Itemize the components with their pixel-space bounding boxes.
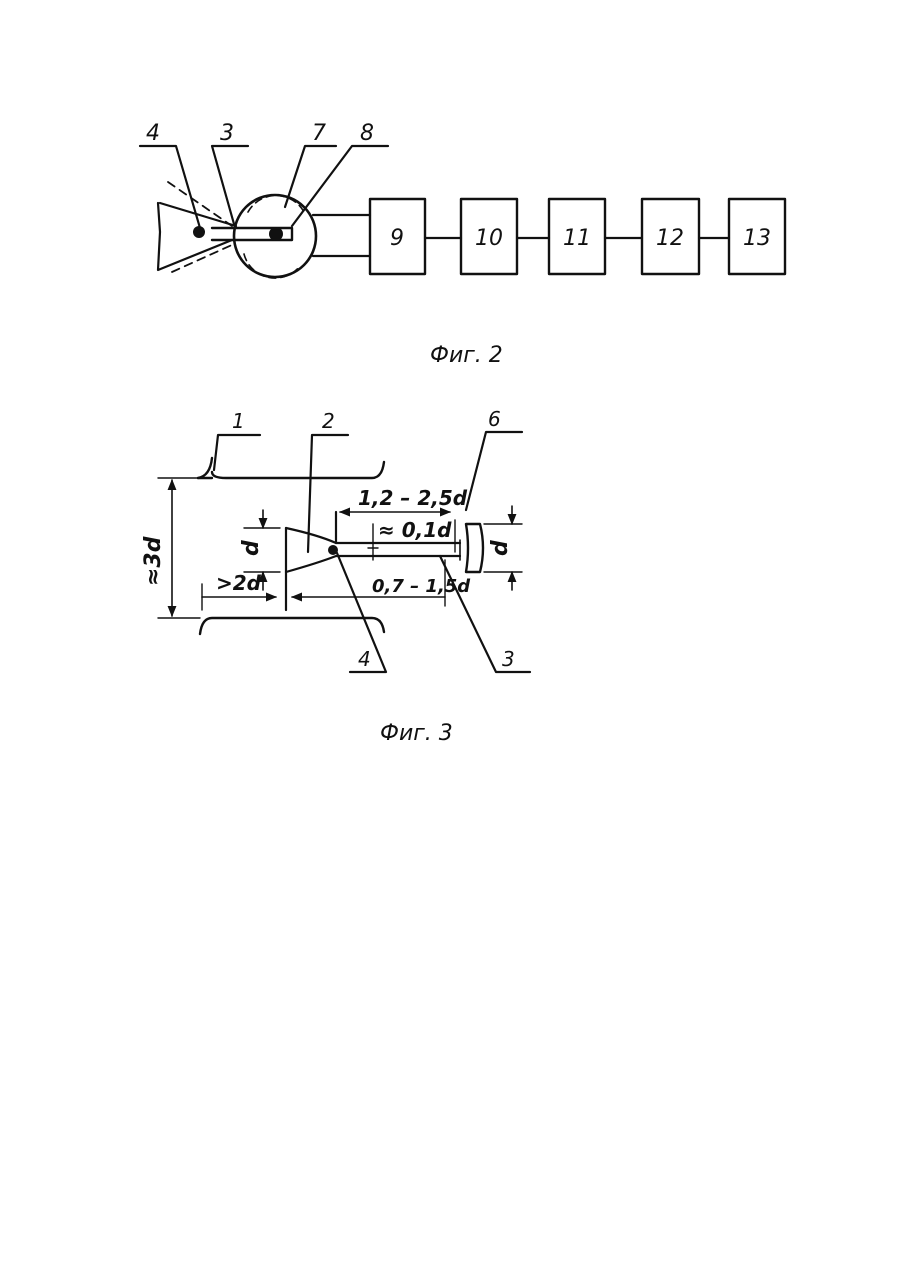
target-6 <box>466 524 483 572</box>
callout-4-fig3: 4 <box>337 553 386 672</box>
sensor-link <box>313 215 370 256</box>
dim-label: d <box>239 540 264 556</box>
particle-dot <box>193 226 205 238</box>
callout-3-fig2: 3 <box>212 121 248 224</box>
callout-3-fig3: 3 <box>440 556 530 672</box>
callout-label: 3 <box>502 647 515 671</box>
block-11: 11 <box>549 199 605 274</box>
figure-2: 4 3 7 8 <box>140 121 785 368</box>
figure-3-caption: Фиг. 3 <box>380 721 453 746</box>
sensor-7 <box>234 195 316 278</box>
dim-label: d <box>488 540 513 556</box>
particle-dot <box>328 545 338 555</box>
block-9: 9 <box>370 199 425 274</box>
callout-7-fig2: 7 <box>285 121 336 207</box>
block-13: 13 <box>729 199 785 274</box>
dim-throat-distance: 0,7 – 1,5d <box>292 560 471 606</box>
block-label: 12 <box>656 226 684 251</box>
detector-8 <box>269 227 283 241</box>
callout-label: 1 <box>232 409 245 433</box>
dim-outer-height: ≈3d <box>141 480 172 616</box>
callout-1-fig3: 1 <box>214 409 260 470</box>
dim-label: 1,2 – 2,5d <box>358 486 468 510</box>
dim-label: >2d <box>216 571 262 595</box>
dim-nozzle-offset: >2d <box>202 571 276 610</box>
dim-label: ≈3d <box>141 536 166 586</box>
callout-label: 8 <box>360 121 374 146</box>
block-label: 10 <box>475 226 503 251</box>
callout-2-fig3: 2 <box>308 409 348 552</box>
dim-label: ≈ 0,1d <box>378 518 452 542</box>
block-label: 9 <box>390 226 404 251</box>
block-label: 11 <box>563 226 591 251</box>
dim-target: d <box>484 506 522 590</box>
callout-6-fig3: 6 <box>466 407 522 510</box>
figure-3: 1 2 6 4 3 <box>141 407 530 746</box>
callout-label: 6 <box>488 407 501 431</box>
block-10: 10 <box>461 199 517 274</box>
callout-label: 7 <box>312 121 326 146</box>
block-label: 13 <box>743 226 771 251</box>
dim-label: 0,7 – 1,5d <box>372 576 471 597</box>
dim-gap: ≈ 0,1d <box>368 518 452 560</box>
figure-2-caption: Фиг. 2 <box>430 343 503 368</box>
callout-label: 4 <box>146 121 160 146</box>
callout-label: 2 <box>322 409 335 433</box>
housing-1 <box>158 458 384 634</box>
callout-label: 4 <box>358 647 371 671</box>
block-12: 12 <box>642 199 699 274</box>
callout-label: 3 <box>220 121 234 146</box>
